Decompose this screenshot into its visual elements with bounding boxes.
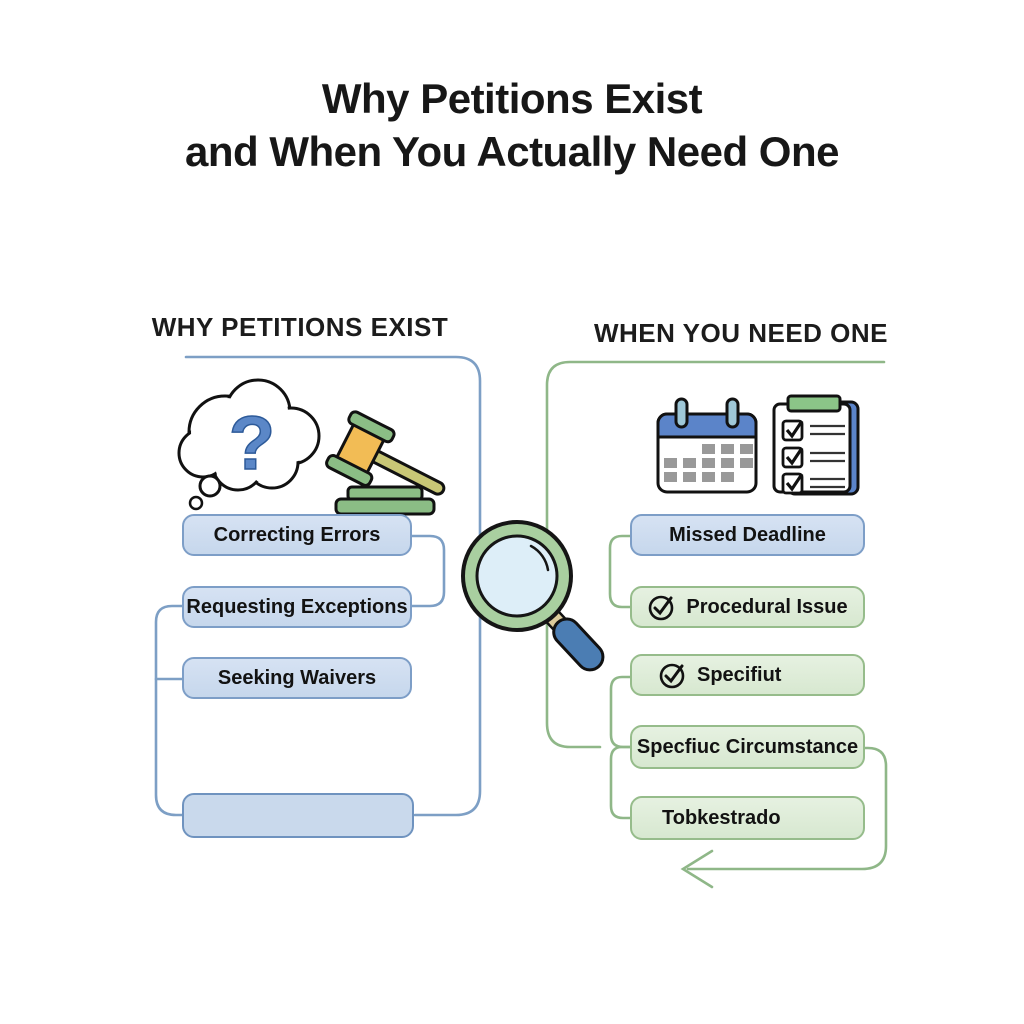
list-item-specfiuc-circumstance: Specfiuc Circumstance (630, 725, 865, 769)
arrow-head (680, 849, 714, 889)
list-item-tobkestrado: Tobkestrado (630, 796, 865, 840)
gavel-icon (325, 410, 446, 516)
list-item-label: Correcting Errors (213, 523, 381, 546)
check-circle-icon (649, 595, 674, 621)
list-item-seeking-waivers: Seeking Waivers (182, 657, 412, 699)
list-item-missed-deadline: Missed Deadline (630, 514, 865, 556)
list-item-specifiut: Specifiut (630, 654, 865, 696)
list-item-label: Missed Deadline (669, 523, 826, 546)
page-title: Why Petitions Exist and When You Actuall… (0, 72, 1024, 178)
question-mark-glyph: ? (229, 401, 275, 486)
list-item-label: Seeking Waivers (217, 666, 377, 689)
checklist-clipboard-icon (772, 394, 860, 496)
list-item-empty (182, 793, 414, 838)
list-item-label: Specifiut (697, 663, 782, 686)
list-item-label: Requesting Exceptions (186, 595, 408, 618)
thought-bubble-icon: ? (177, 378, 321, 511)
list-item-procedural-issue: Procedural Issue (630, 586, 865, 628)
list-item-requesting-exceptions: Requesting Exceptions (182, 586, 412, 628)
page-title-line2: and When You Actually Need One (185, 128, 840, 175)
list-item-correcting-errors: Correcting Errors (182, 514, 412, 556)
right-column-header: WHEN YOU NEED ONE (593, 318, 889, 348)
left-column-header: WHY PETITIONS EXIST (151, 312, 449, 342)
calendar-icon (656, 397, 758, 494)
list-item-label: Specfiuc Circumstance (636, 735, 859, 758)
page-title-line1: Why Petitions Exist (321, 75, 703, 122)
check-circle-icon (659, 663, 685, 689)
list-item-label: Tobkestrado (662, 806, 781, 829)
list-item-label: Procedural Issue (686, 595, 848, 618)
